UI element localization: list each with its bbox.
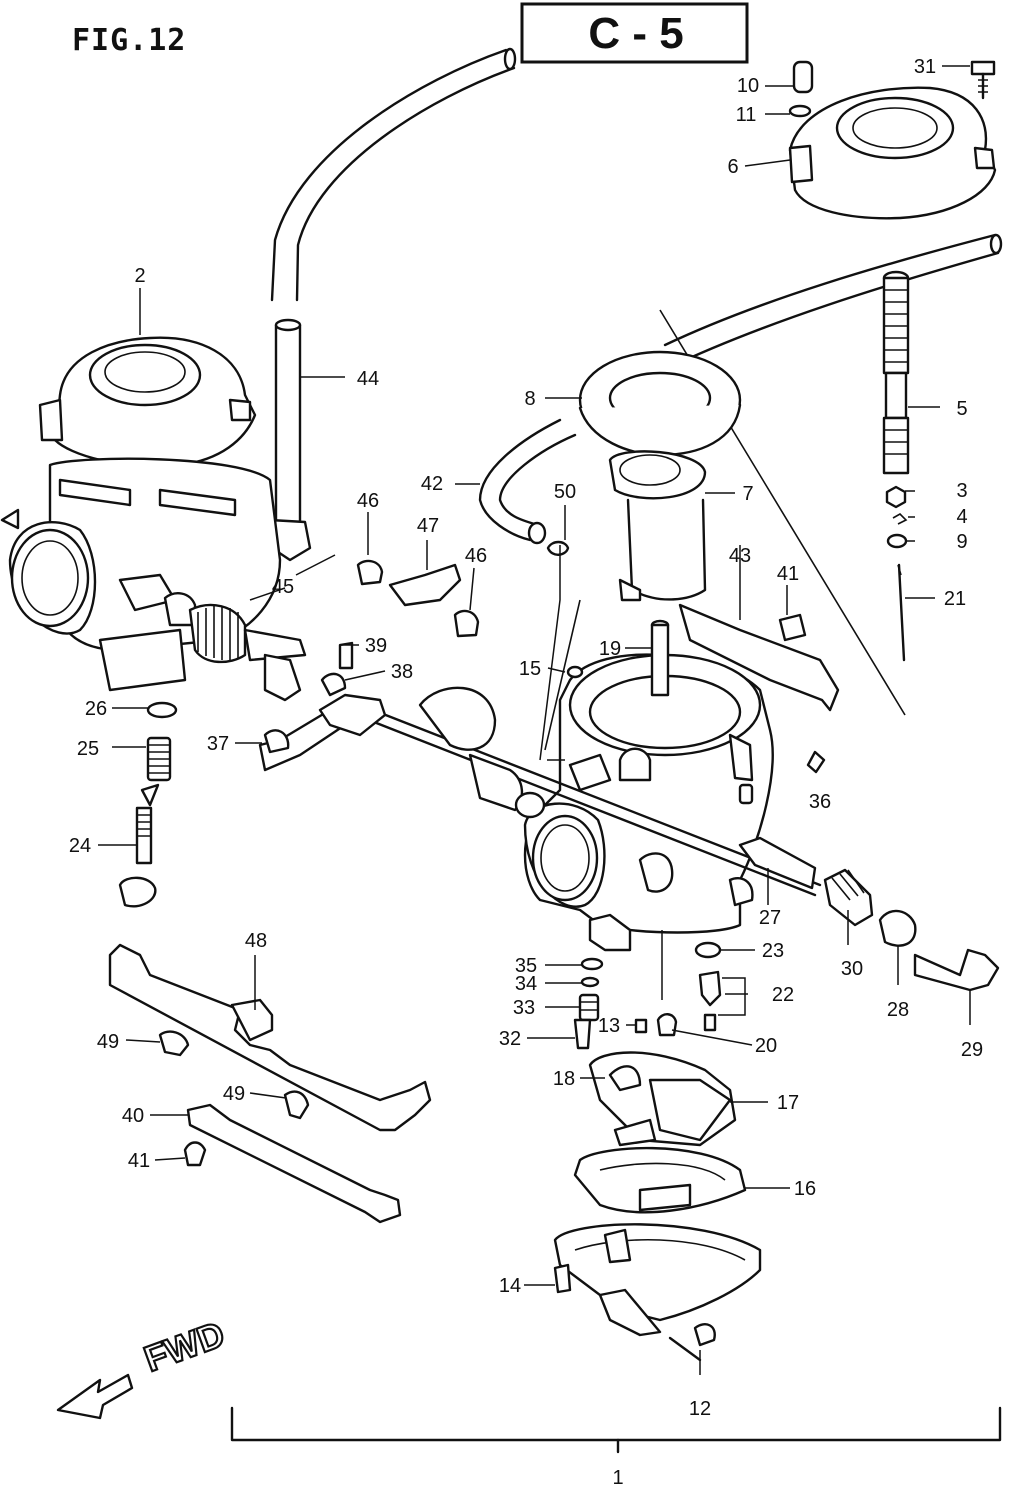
- clip-36: [806, 750, 826, 774]
- callout-48: 48: [245, 930, 267, 952]
- needle-jet-set: [882, 270, 910, 662]
- callout-35: 35: [515, 955, 537, 977]
- fwd-label: FWD: [139, 1313, 230, 1380]
- callout-4: 4: [956, 506, 967, 528]
- callout-2: 2: [134, 265, 145, 287]
- pilot-jet-tube: [544, 599, 670, 761]
- callout-25: 25: [77, 738, 99, 760]
- callout-3: 3: [956, 480, 967, 502]
- callout-41-left: 41: [128, 1150, 150, 1172]
- bracket-48: [108, 943, 432, 1132]
- hose-42: [478, 418, 577, 545]
- right-carburetor-body: [523, 653, 774, 952]
- callout-28: 28: [887, 999, 909, 1021]
- callout-39: 39: [365, 635, 387, 657]
- callout-14: 14: [499, 1275, 521, 1297]
- callout-12: 12: [689, 1398, 711, 1420]
- callout-13: 13: [598, 1015, 620, 1037]
- callout-38: 38: [391, 661, 413, 683]
- callout-46-left: 46: [357, 490, 379, 512]
- callout-42: 42: [421, 473, 443, 495]
- callout-5: 5: [956, 398, 967, 420]
- vent-hose-44: [268, 47, 517, 562]
- bracket-40: [183, 1103, 402, 1224]
- callout-27: 27: [759, 907, 781, 929]
- callout-8: 8: [524, 388, 535, 410]
- throttle-shaft: [354, 686, 1000, 992]
- diaphragm-piston: [578, 350, 742, 602]
- callout-46-right: 46: [465, 545, 487, 567]
- callout-30: 30: [841, 958, 863, 980]
- callout-16: 16: [794, 1178, 816, 1200]
- callout-19: 19: [599, 638, 621, 660]
- callout-49-upper: 49: [97, 1031, 119, 1053]
- callout-9: 9: [956, 531, 967, 553]
- callout-1: 1: [612, 1467, 623, 1489]
- callout-15: 15: [519, 658, 541, 680]
- vent-hose-upper-right: [659, 233, 1003, 716]
- callout-36: 36: [809, 791, 831, 813]
- callout-20: 20: [755, 1035, 777, 1057]
- leader-lines: [98, 65, 971, 1375]
- callout-17: 17: [777, 1092, 799, 1114]
- callout-22: 22: [772, 984, 794, 1006]
- callout-6: 6: [727, 156, 738, 178]
- callout-44: 44: [357, 368, 379, 390]
- callout-7: 7: [742, 483, 753, 505]
- callout-41-right: 41: [777, 563, 799, 585]
- callout-40: 40: [122, 1105, 144, 1127]
- callout-34: 34: [515, 973, 537, 995]
- callout-26: 26: [85, 698, 107, 720]
- throttle-stop-screw: [118, 701, 178, 908]
- callout-23: 23: [762, 940, 784, 962]
- callout-11: 11: [736, 104, 757, 126]
- callout-31: 31: [914, 56, 936, 78]
- callout-45: 45: [272, 576, 294, 598]
- callout-32: 32: [499, 1028, 521, 1050]
- bracket-43: [678, 603, 840, 712]
- clip-50: [546, 540, 570, 556]
- callout-49-lower: 49: [223, 1083, 245, 1105]
- callout-50: 50: [554, 481, 576, 503]
- callout-47: 47: [417, 515, 439, 537]
- callout-10: 10: [737, 75, 759, 97]
- assembly-bracket: 1: [230, 1406, 1002, 1489]
- callout-29: 29: [961, 1039, 983, 1061]
- section-box: C - 5: [520, 2, 749, 64]
- float-bowl-assembly: [553, 941, 762, 1362]
- linkage-parts: [258, 559, 480, 772]
- callout-21: 21: [944, 588, 966, 610]
- left-carburetor-body: [0, 336, 307, 702]
- callout-33: 33: [513, 997, 535, 1019]
- callout-18: 18: [553, 1068, 575, 1090]
- fwd-direction-arrow: FWD: [56, 1312, 231, 1420]
- callout-labels: 2 44 8 5 42 7 3 4 9 21 50 46 47 46 45 43…: [69, 56, 983, 1420]
- section-box-label: C - 5: [588, 9, 683, 58]
- callout-24: 24: [69, 835, 91, 857]
- callout-37: 37: [207, 733, 229, 755]
- callout-43: 43: [729, 545, 751, 567]
- figure-title: FIG.12: [72, 23, 186, 58]
- top-cap-assembly: [788, 60, 997, 220]
